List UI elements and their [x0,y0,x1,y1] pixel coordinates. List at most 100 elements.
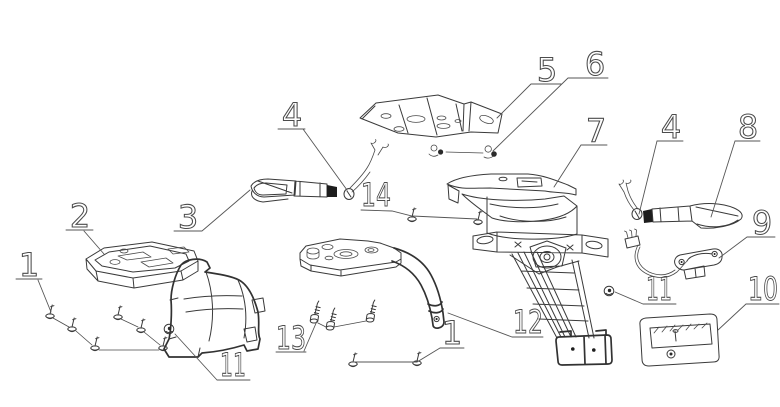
connector-3pin [624,235,641,249]
callout-number: 4 [282,96,302,134]
left-signal-wires [348,139,389,193]
bracket-arm [391,247,445,329]
callout-7: 7 [553,111,608,188]
callout-4-left: 4 [277,95,348,191]
screw-1-a [45,304,55,320]
fender-body [461,193,578,240]
screw-1-h [412,351,422,367]
left-signal-washer [343,188,355,200]
screw-1-g [348,352,358,368]
callout-8: 8 [710,107,761,218]
callout-number: 3 [178,198,198,236]
bracket-plate-holes [306,244,379,261]
callout-number: 4 [661,108,681,146]
top-cover-part-5 [359,94,503,138]
tray-details [109,246,190,268]
screws-part-1-middle-group [348,351,422,368]
callout-12: 12 [447,302,544,342]
callout-underline-leader [360,209,478,220]
callout-number: 12 [513,303,543,341]
callout-13: 13 [275,318,318,358]
callout-number: 2 [70,197,90,235]
callout-number: 9 [752,204,772,242]
plate-base-dots [571,347,596,352]
callout-number: 5 [537,51,557,89]
support-strut [511,251,595,339]
clip-left [428,144,439,157]
callout-underline-leader [718,236,776,259]
callout-number: 6 [585,45,605,83]
screw-13-a [309,300,321,324]
screw-14-b [473,210,483,226]
callout-number: 10 [748,270,778,308]
screws-part-1-left-group [45,304,168,352]
cable-clips-part-6 [428,144,497,159]
screw-14-a [407,207,417,223]
callout-underline-leader [553,144,608,188]
bracket-arm-part-12 [299,238,445,329]
callout-number: 8 [738,108,758,146]
bracket-arm-end-dot [435,317,438,321]
screw-1-links [52,317,161,351]
connector-prongs [624,228,637,239]
callout-1-left: 1 [15,245,52,313]
callout-10: 10 [717,269,780,331]
callout-5: 5 [496,50,562,119]
reflector-screw [666,349,676,359]
right-signal-base-tip [643,209,653,223]
callout-4-right: 4 [638,107,684,215]
callout-underline-leader [173,189,251,232]
right-turn-signal-part-8 [631,203,743,229]
callout-number: 11 [646,270,672,308]
license-light-part-9 [624,228,723,280]
screw-13-c [365,299,377,323]
right-signal-body [651,203,743,229]
callout-2: 2 [65,196,105,255]
left-turn-signal-part-3 [250,178,355,203]
callout-14: 14 [360,175,478,220]
license-light-cable [634,244,688,278]
fender-spoiler [446,173,577,204]
left-signal-body [250,178,328,203]
screw-1-b [67,317,77,333]
rear-fender-assembly-part-7 [446,173,613,366]
bracket-arm-end-circle [433,315,440,323]
screw-1-c [90,336,100,352]
clip-right-dot [491,151,497,157]
callout-underline-leader [717,303,780,331]
grommet-part-11-right [603,285,615,297]
license-plate-base [555,329,613,366]
callout-underline-leader [277,128,348,191]
callout-underline-leader [174,333,251,381]
license-light-body [674,248,723,280]
reflector-hatch [653,322,708,334]
callout-11-right: 11 [614,269,677,309]
callout-underline-leader [352,347,465,363]
right-signal-washer [631,208,643,220]
callout-number: 11 [220,346,246,384]
callout-number: 1 [19,246,39,284]
callout-underline-leader [275,320,318,353]
callout-9: 9 [718,203,776,259]
callout-underline-leader [15,278,52,313]
callout-11-left: 11 [174,333,251,385]
license-bracket-crossbar [472,231,609,275]
left-signal-base-tip [327,185,337,197]
screw-1-e [136,318,146,334]
screw-13-links [317,320,367,328]
callout-number: 7 [586,112,606,150]
right-signal-wire-part-4 [618,179,639,211]
clip-link-wire [445,151,484,154]
grommet-part-11-left [163,323,175,335]
callout-3: 3 [173,189,251,237]
callout-number: 1 [442,314,462,352]
callout-6: 6 [492,44,609,152]
callout-underline-leader [638,140,684,215]
left-signal-wire-part-4 [348,139,389,193]
reflector-outline [639,313,720,367]
callout-underline-leader [65,229,105,255]
inner-fender-details [168,271,266,358]
callout-underline-leader [492,77,609,152]
